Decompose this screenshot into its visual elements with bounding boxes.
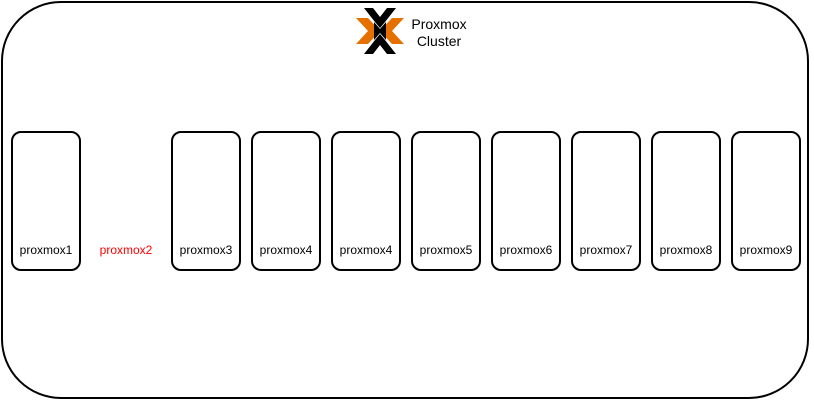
node-proxmox1[interactable]: proxmox1 (11, 131, 81, 271)
cluster-title-line1: Proxmox (411, 16, 467, 32)
node-proxmox4[interactable]: proxmox4 (251, 131, 321, 271)
cluster-title: Proxmox Cluster (410, 16, 468, 50)
node-proxmox5[interactable]: proxmox5 (411, 131, 481, 271)
node-label: proxmox3 (179, 243, 233, 257)
node-proxmox9[interactable]: proxmox9 (731, 131, 801, 271)
node-proxmox8[interactable]: proxmox8 (651, 131, 721, 271)
node-proxmox7[interactable]: proxmox7 (571, 131, 641, 271)
node-label: proxmox1 (19, 243, 73, 257)
node-label: proxmox4 (259, 243, 313, 257)
proxmox-logo-icon (356, 8, 404, 54)
node-proxmox6[interactable]: proxmox6 (491, 131, 561, 271)
node-label: proxmox2 (99, 243, 153, 257)
node-proxmox3[interactable]: proxmox3 (171, 131, 241, 271)
node-label: proxmox6 (499, 243, 553, 257)
node-proxmox4[interactable]: proxmox4 (331, 131, 401, 271)
node-proxmox2[interactable]: proxmox2 (91, 131, 161, 271)
node-label: proxmox5 (419, 243, 473, 257)
node-label: proxmox7 (579, 243, 633, 257)
node-label: proxmox4 (339, 243, 393, 257)
cluster-title-line2: Cluster (416, 33, 462, 49)
node-label: proxmox9 (739, 243, 793, 257)
node-label: proxmox8 (659, 243, 713, 257)
